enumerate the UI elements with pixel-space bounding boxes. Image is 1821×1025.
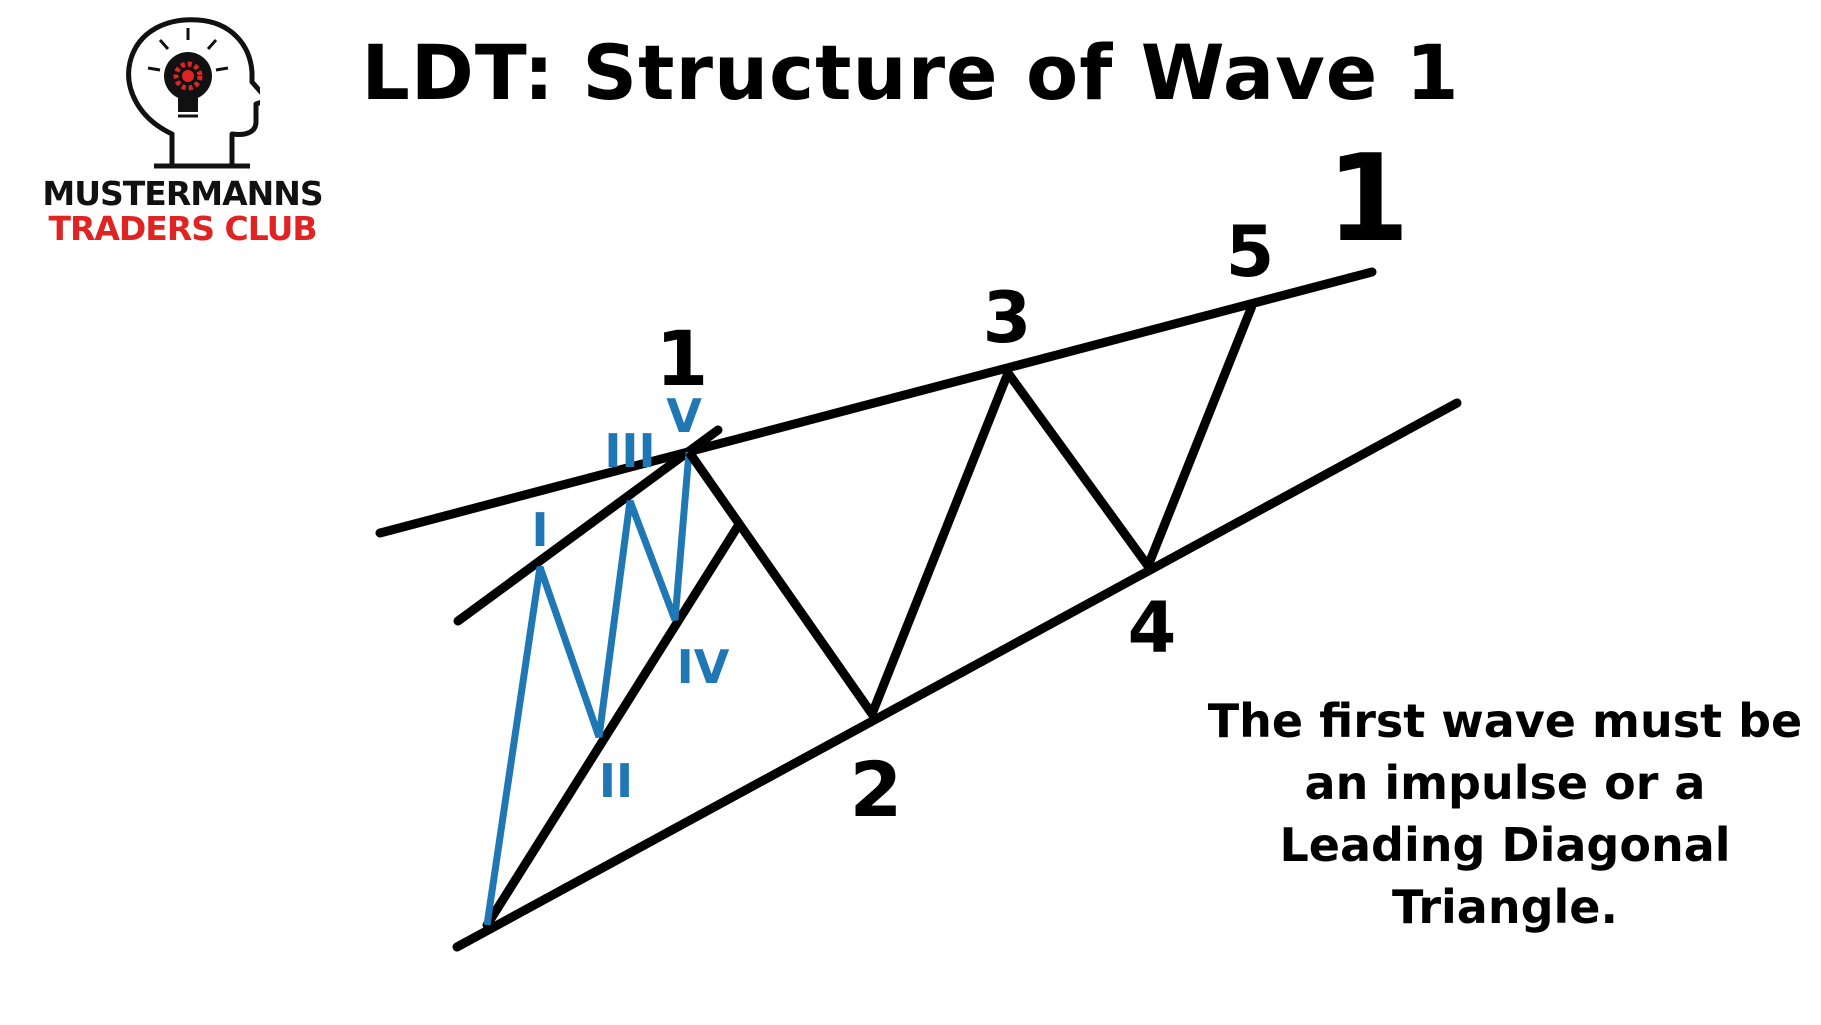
label-sub-wave-iii: III bbox=[604, 424, 655, 478]
ldt-upper-trendline bbox=[453, 425, 723, 626]
label-wave-2: 2 bbox=[850, 745, 903, 834]
caption-line-3: Leading Diagonal bbox=[1279, 818, 1731, 872]
label-wave-1: 1 bbox=[656, 314, 709, 403]
caption: The first wave must be an impulse or a L… bbox=[1205, 690, 1805, 938]
label-sub-wave-v: V bbox=[666, 389, 702, 443]
caption-line-1: The first wave must be bbox=[1207, 694, 1803, 748]
logo: MUSTERMANNS TRADERS CLUB bbox=[30, 14, 335, 254]
upper-trendline bbox=[375, 267, 1377, 538]
label-sub-wave-i: I bbox=[531, 503, 548, 557]
logo-text-line1: MUSTERMANNS bbox=[42, 174, 323, 213]
logo-text-line2: TRADERS CLUB bbox=[48, 209, 317, 248]
label-wave-4: 4 bbox=[1128, 587, 1177, 669]
sub-wave-path bbox=[483, 451, 693, 926]
head-lightbulb-gear-icon bbox=[126, 17, 260, 169]
label-sub-wave-ii: II bbox=[599, 754, 633, 808]
caption-line-4: Triangle. bbox=[1392, 880, 1618, 934]
label-wave-5: 5 bbox=[1226, 211, 1275, 293]
page-title: LDT: Structure of Wave 1 bbox=[361, 28, 1460, 117]
lower-trendline bbox=[452, 398, 1462, 952]
main-wave-path bbox=[685, 304, 1257, 724]
caption-line-2: an impulse or a bbox=[1304, 756, 1706, 810]
label-wave-3: 3 bbox=[983, 277, 1032, 359]
ldt-lower-trendline bbox=[482, 521, 743, 930]
label-sub-wave-iv: IV bbox=[677, 640, 730, 694]
label-wave-1-overall: 1 bbox=[1326, 130, 1410, 269]
